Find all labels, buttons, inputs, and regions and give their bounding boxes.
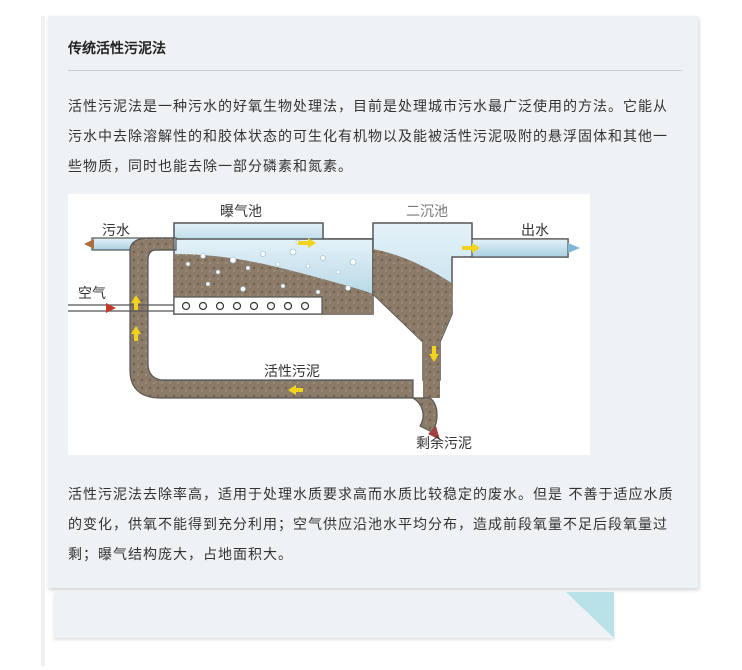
- card-footer-strip: [54, 592, 614, 638]
- page-fold-corner: [566, 592, 614, 638]
- diffusers: [181, 301, 310, 311]
- card-edge: [41, 16, 45, 666]
- label-air: 空气: [78, 286, 106, 302]
- label-aeration-tank: 曝气池: [220, 204, 262, 220]
- conclusion-paragraph: 活性污泥法去除率高，适用于处理水质要求高而水质比较稳定的废水。但是 不善于适应水…: [68, 487, 674, 563]
- air-arrow: [106, 303, 116, 313]
- excess-sludge-pipe: [410, 397, 438, 433]
- intro-paragraph: 活性污泥法是一种污水的好氧生物处理法，目前是处理城市污水最广泛使用的方法。它能从…: [68, 99, 668, 175]
- article-title: 传统活性污泥法: [68, 41, 166, 57]
- outlet-arrow: [568, 243, 580, 253]
- title-divider: [68, 70, 682, 71]
- process-diagram-svg: 曝气池 二沉池 污水 出水 空气 活性污泥 剩余污泥: [68, 204, 580, 452]
- diffuser-rack: [173, 296, 323, 315]
- label-activated-sludge: 活性污泥: [264, 364, 320, 380]
- inlet-arrow: [84, 239, 94, 249]
- label-excess-sludge: 剩余污泥: [416, 435, 472, 452]
- return-sludge-pipe: [129, 237, 414, 399]
- label-effluent-out: 出水: [521, 223, 549, 239]
- excess-sludge-arrow: [428, 426, 440, 440]
- label-sewage-in: 污水: [102, 223, 130, 239]
- label-secondary-clarifier: 二沉池: [406, 204, 448, 220]
- aeration-bubbles: [185, 239, 357, 295]
- clarifier-bottom: [423, 380, 440, 398]
- flow-arrows: [131, 238, 480, 395]
- effluent-pipe: [471, 238, 569, 258]
- process-diagram: 曝气池 二沉池 污水 出水 空气 活性污泥 剩余污泥: [68, 194, 590, 455]
- article-card: 传统活性污泥法 活性污泥法是一种污水的好氧生物处理法，目前是处理城市污水最广泛使…: [48, 16, 698, 588]
